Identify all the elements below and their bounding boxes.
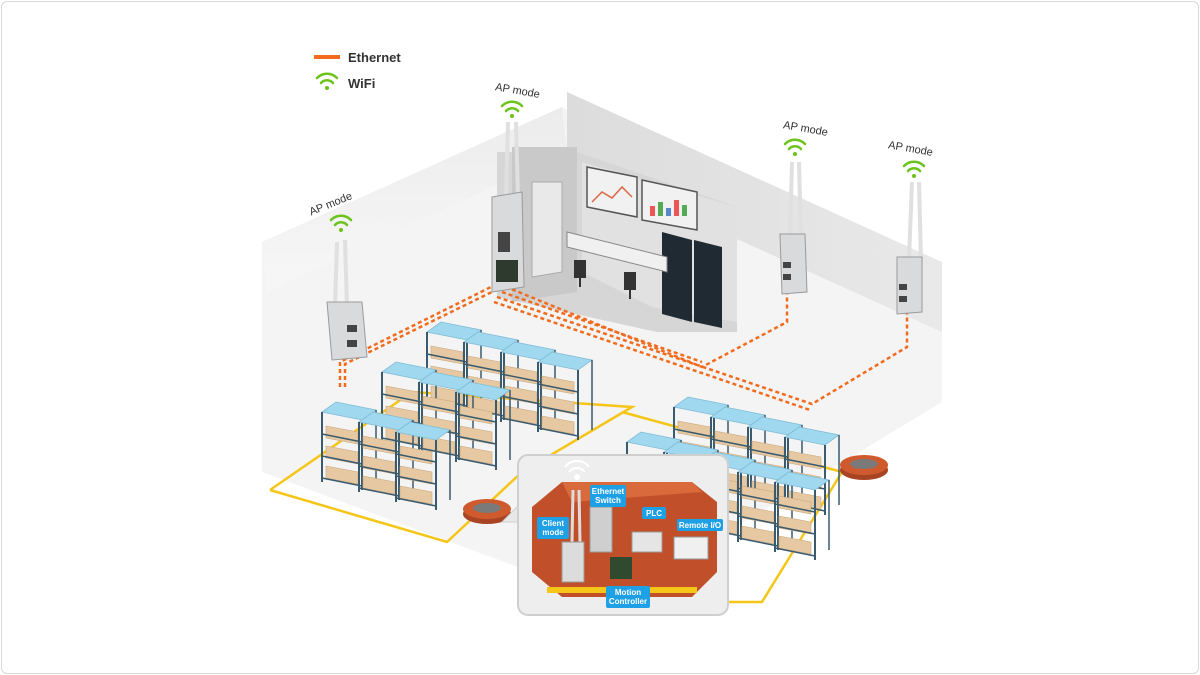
wifi-icon [500,100,524,118]
client-mode-label-2: mode [542,528,564,537]
plc-device [631,531,663,553]
shelf-unit [455,381,511,470]
client-mode-label-1: Client [542,519,565,528]
wifi-icon [329,214,353,232]
client-mode-tag [537,517,569,539]
ap-device-1 [326,239,368,361]
ethernet-cable-ap1b [343,286,501,387]
shelf-unit [784,426,840,515]
agv-robot-right [840,455,888,480]
ethernet-cables [338,282,909,412]
plc-tag [642,507,666,519]
server-racks [531,181,722,328]
shelf-unit [500,341,556,430]
motion-controller-label-1: Motion [615,588,641,597]
ap-device-4 [896,181,923,315]
back-wall-right [567,92,942,332]
control-room-monitors [586,166,698,231]
motion-controller-device [610,557,632,579]
wifi-legend-icon [315,72,339,90]
ethernet-cable-ap3 [498,282,789,369]
motion-controller-label-2: Controller [609,597,647,606]
ap-mode-label-4: AP mode [887,139,933,159]
ethernet-switch-device [589,506,613,553]
shelving-racks [321,321,840,560]
ap-mode-label-2: AP mode [494,81,540,101]
ethernet-switch-label-1: Ethernet [592,487,625,496]
agv-detail-callout: Client mode Ethernet Switch PLC Remote I… [500,454,729,616]
ap-device-3 [779,161,808,295]
ethernet-cable-ap1 [338,282,498,387]
ethernet-switch-label-2: Switch [595,496,621,505]
remote-io-device [673,536,709,560]
callout-wifi-icon [564,460,590,480]
shelf-unit [774,471,830,560]
wifi-icon [783,138,807,156]
ap-mode-label-3: AP mode [782,119,828,139]
wifi-icon [902,160,926,178]
agv-robot-left [463,499,511,524]
ap-label-group-2: AP mode [494,81,541,118]
ap-device-2 [491,121,525,293]
plc-label: PLC [646,509,662,518]
operator-desks [566,231,668,299]
wifi-legend-label: WiFi [348,76,375,91]
ap-label-group-3: AP mode [782,119,829,156]
ethernet-cable-ap3b [501,290,703,364]
ethernet-legend-swatch [314,55,340,59]
shelf-unit [537,351,593,440]
shelf-unit [395,421,451,510]
ethernet-switch-tag [590,485,626,507]
remote-io-tag [677,519,723,531]
motion-controller-tag [606,586,650,608]
ap-label-group-4: AP mode [887,139,934,178]
shelf-unit [737,461,793,550]
client-ap-device [561,541,585,583]
remote-io-label: Remote I/O [679,521,721,530]
ethernet-cable-ap4 [496,295,909,406]
shelf-unit [321,401,377,490]
control-room [497,147,737,332]
ethernet-legend-label: Ethernet [348,50,401,65]
legend: Ethernet WiFi [314,50,401,91]
